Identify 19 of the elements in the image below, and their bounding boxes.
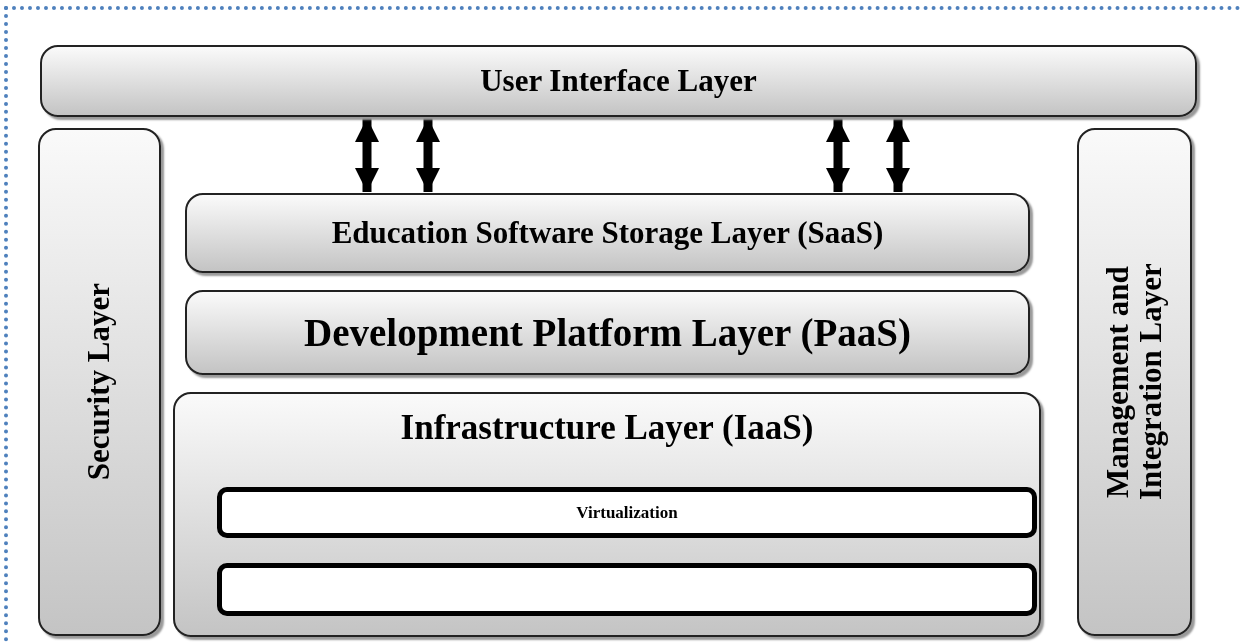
double-arrow bbox=[355, 118, 379, 192]
component-box bbox=[217, 563, 1037, 616]
layer-label: Development Platform Layer (PaaS) bbox=[304, 310, 911, 355]
layer-box bbox=[40, 45, 1197, 117]
layer-label: Virtualization bbox=[576, 502, 678, 523]
double-arrow bbox=[416, 118, 440, 192]
component-box bbox=[217, 487, 1037, 538]
layer-box bbox=[1077, 128, 1192, 636]
layer-label: User Interface Layer bbox=[480, 63, 757, 99]
layer-box bbox=[185, 290, 1030, 375]
layer-box bbox=[38, 128, 161, 636]
layer-box bbox=[173, 392, 1041, 637]
layer-label: Management and Integration Layer bbox=[1101, 262, 1168, 503]
layer-box bbox=[185, 193, 1030, 273]
double-arrow bbox=[826, 118, 850, 192]
layer-label: Education Software Storage Layer (SaaS) bbox=[331, 215, 884, 251]
layer-label: Security Layer bbox=[83, 283, 116, 481]
layer-label: Infrastructure Layer (IaaS) bbox=[400, 408, 814, 448]
double-arrow bbox=[886, 118, 910, 192]
